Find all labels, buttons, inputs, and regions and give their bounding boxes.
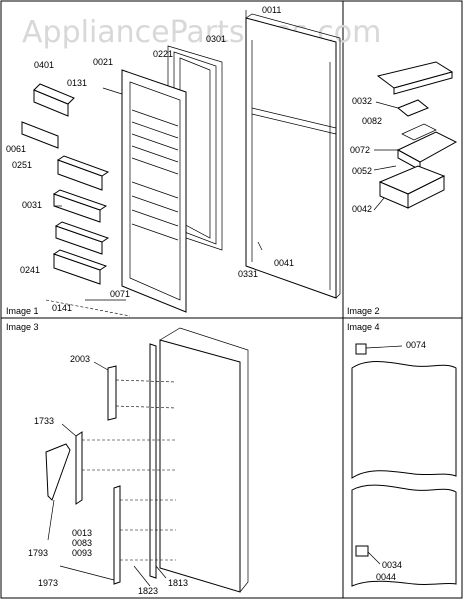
label-0031: 0031 (22, 200, 42, 210)
outer-door-panel-edge (245, 13, 341, 299)
label-0044: 0044 (376, 572, 396, 582)
label-0041: 0041 (274, 258, 294, 268)
label-0131: 0131 (67, 78, 87, 88)
door-liner-shelves (131, 109, 179, 241)
label-0141: 0141 (52, 303, 72, 313)
label-0011: 0011 (262, 5, 281, 15)
label-0013: 0013 (72, 528, 92, 538)
bottom-hinge (355, 545, 369, 557)
label-0082: 0082 (362, 116, 382, 126)
label-0032: 0032 (352, 96, 372, 106)
label-0072: 0072 (350, 145, 370, 155)
label-0251: 0251 (12, 160, 32, 170)
freezer-door-panel (159, 339, 241, 593)
top-cap (355, 343, 367, 355)
label-0331: 0331 (238, 269, 258, 279)
label-0021: 0021 (93, 57, 113, 67)
image2-drawing (373, 61, 458, 211)
label-0083: 0083 (72, 538, 92, 548)
upper-door-shell (351, 361, 457, 479)
label-0071: 0071 (110, 289, 130, 299)
panel-title-image3: Image 3 (6, 322, 39, 332)
outer-door-panel (245, 17, 337, 299)
door-bins (21, 83, 110, 285)
label-0074: 0074 (406, 340, 426, 350)
label-0052: 0052 (352, 166, 372, 176)
image4-drawing (351, 343, 457, 587)
mid-rail (75, 431, 83, 505)
label-0301: 0301 (206, 34, 226, 44)
image3-dash-leaders (82, 379, 177, 561)
label-1813: 1813 (168, 578, 188, 588)
door-liner (121, 69, 187, 313)
label-1823: 1823 (138, 586, 158, 596)
label-1973: 1973 (38, 578, 58, 588)
panel-title-image4: Image 4 (347, 322, 380, 332)
bin-bracket (397, 99, 429, 117)
label-0401: 0401 (34, 60, 54, 70)
label-0221: 0221 (153, 49, 173, 59)
label-1733: 1733 (34, 416, 54, 426)
door-handle (45, 443, 71, 501)
upper-shelf-rail (107, 365, 117, 421)
label-0034: 0034 (382, 560, 402, 570)
panel-title-image1: Image 1 (6, 306, 39, 316)
lower-shelf-rail (113, 485, 121, 585)
label-2003: 2003 (70, 354, 90, 364)
freezer-liner-strip (149, 343, 157, 579)
image1-drawing (21, 10, 341, 317)
label-0241: 0241 (20, 265, 40, 275)
label-0042: 0042 (352, 204, 372, 214)
panel-title-image2: Image 2 (347, 306, 380, 316)
label-0093: 0093 (72, 548, 92, 558)
label-0061: 0061 (6, 144, 26, 154)
label-1793: 1793 (28, 548, 48, 558)
lower-door-shell (351, 484, 457, 587)
image3-drawing (45, 327, 249, 593)
